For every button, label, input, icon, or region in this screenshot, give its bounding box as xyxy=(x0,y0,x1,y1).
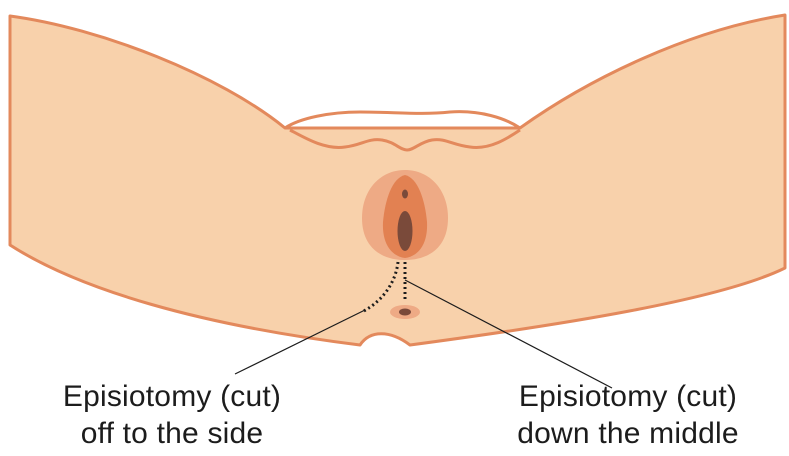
label-middle-line1: Episiotomy (cut) xyxy=(478,378,778,415)
abdomen-fold-line xyxy=(285,112,520,128)
anus xyxy=(399,309,411,316)
label-middle-line2: down the middle xyxy=(478,415,778,452)
label-side-cut: Episiotomy (cut) off to the side xyxy=(22,378,322,452)
label-side-line1: Episiotomy (cut) xyxy=(22,378,322,415)
urethral-opening xyxy=(402,190,408,199)
label-middle-cut: Episiotomy (cut) down the middle xyxy=(478,378,778,452)
label-side-line2: off to the side xyxy=(22,415,322,452)
vaginal-opening xyxy=(398,211,413,251)
